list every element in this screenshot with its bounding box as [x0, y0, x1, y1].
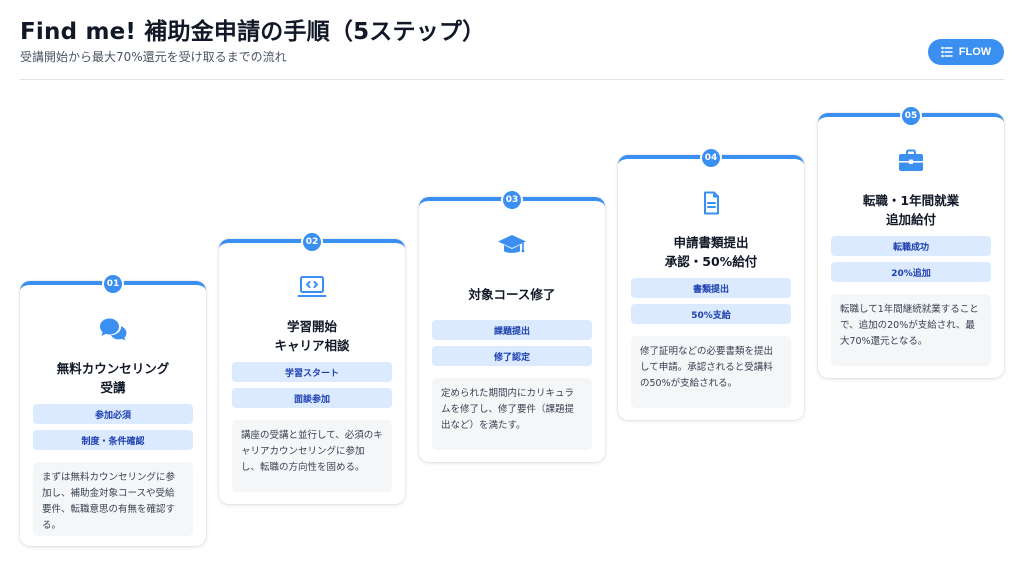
step-tag: 面談参加 [232, 388, 392, 408]
step-number-badge: 05 [900, 105, 922, 127]
list-icon [940, 46, 953, 58]
step-tag: 修了認定 [432, 346, 592, 366]
step-tag: 課題提出 [432, 320, 592, 340]
chat-bubbles-icon [98, 317, 128, 341]
step-tag: 参加必須 [33, 404, 193, 424]
step-tag: 20%追加 [831, 262, 991, 282]
header-divider [20, 79, 1004, 80]
step-card-1: 01 無料カウンセリング 受講 参加必須 制度・条件確認 まずは無料カウンセリン… [20, 273, 206, 546]
step-tag: 学習スタート [232, 362, 392, 382]
page-subtitle: 受講開始から最大70%還元を受け取るまでの流れ [20, 50, 287, 64]
flow-button-label: FLOW [958, 46, 992, 58]
laptop-code-icon [297, 275, 327, 299]
briefcase-icon [896, 149, 926, 173]
step-tag: 書類提出 [631, 278, 791, 298]
step-description: 修了証明などの必要書類を提出して申請。承認されると受講料の50%が支給される。 [631, 336, 791, 408]
step-title: 転職・1年間就業 追加給付 [862, 193, 960, 227]
step-number-badge: 04 [700, 147, 722, 169]
step-description: 講座の受講と並行して、必須のキャリアカウンセリングに参加し、転職の方向性を固める… [232, 420, 392, 492]
step-description: 転職して1年間継続就業することで、追加の20%が支給され、最大70%還元となる。 [831, 294, 991, 366]
step-title: 申請書類提出 承認・50%給付 [664, 235, 758, 269]
page-title: Find me! 補助金申請の手順（5ステップ） [20, 19, 486, 45]
step-card-3: 03 対象コース修了 課題提出 修了認定 定められた期間内にカリキュラムを修了し… [419, 189, 605, 462]
step-tag: 制度・条件確認 [33, 430, 193, 450]
step-number-badge: 01 [102, 273, 124, 295]
document-icon [696, 191, 726, 215]
step-description: 定められた期間内にカリキュラムを修了し、修了要件（課題提出など）を満たす。 [432, 378, 592, 450]
step-number-badge: 03 [501, 189, 523, 211]
step-description: まずは無料カウンセリングに参加し、補助金対象コースや受給要件、転職意思の有無を確… [33, 462, 193, 536]
step-card-2: 02 学習開始 キャリア相談 学習スタート 面談参加 講座の受講と並行して、必須… [219, 231, 405, 504]
step-title: 対象コース修了 [468, 287, 556, 302]
flow-button[interactable]: FLOW [928, 39, 1004, 65]
step-title: 無料カウンセリング 受講 [56, 361, 170, 395]
step-tag: 50%支給 [631, 304, 791, 324]
step-number-badge: 02 [301, 231, 323, 253]
step-card-4: 04 申請書類提出 承認・50%給付 書類提出 50%支給 修了証明などの必要書… [618, 147, 804, 420]
graduation-cap-icon [497, 233, 527, 257]
step-card-5: 05 転職・1年間就業 追加給付 転職成功 20%追加 転職して1年間継続就業す… [818, 105, 1004, 378]
step-tag: 転職成功 [831, 236, 991, 256]
step-title: 学習開始 キャリア相談 [274, 319, 350, 353]
